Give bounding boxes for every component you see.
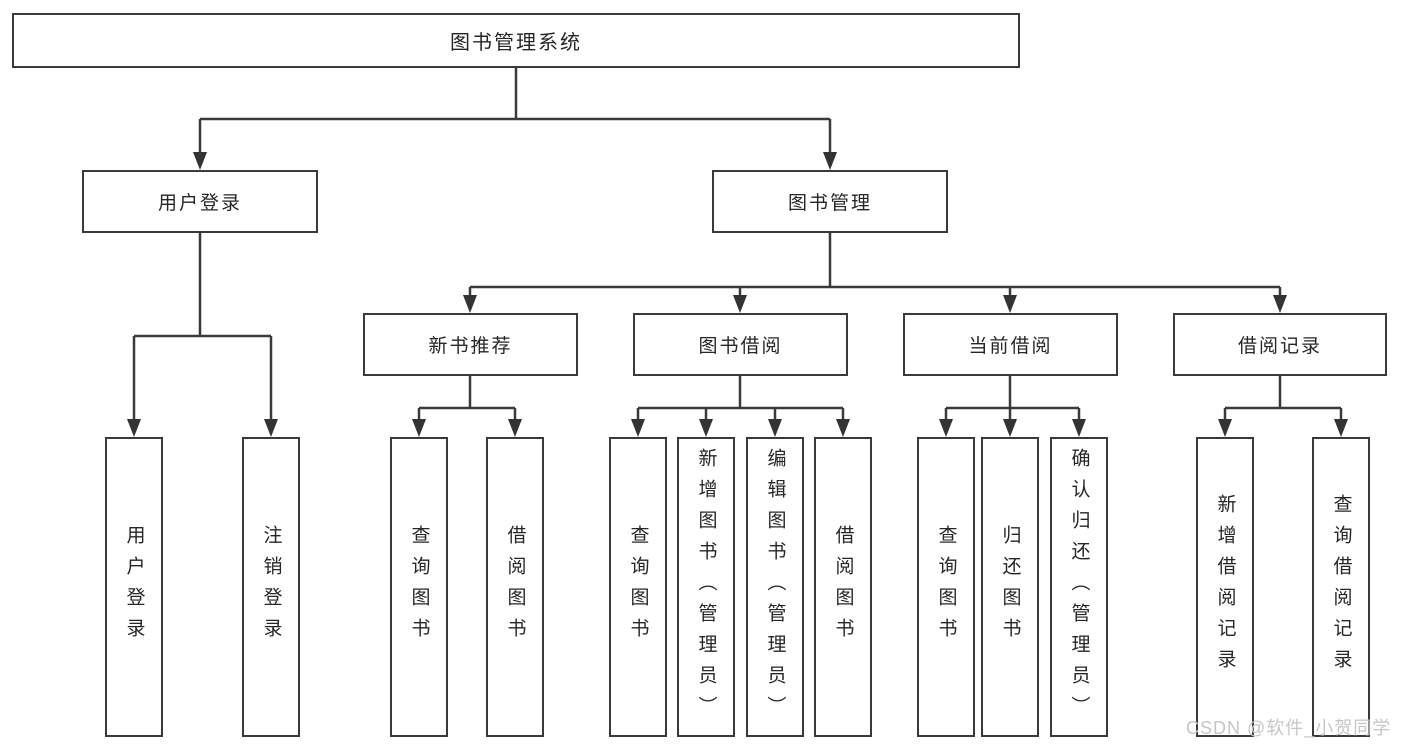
node-borrow-books-recommend: 借阅图书: [486, 437, 544, 737]
node-library-management-system: 图书管理系统: [12, 13, 1020, 68]
node-new-book-recommendation: 新书推荐: [363, 313, 578, 376]
node-label: 归还图书: [999, 525, 1021, 649]
node-query-books-borrowing: 查询图书: [609, 437, 667, 737]
node-user-login: 用户登录: [82, 170, 318, 233]
node-confirm-return-admin: 确认归还（管理员）: [1050, 437, 1108, 737]
node-query-books-current: 查询图书: [917, 437, 975, 737]
node-book-borrowing: 图书借阅: [633, 313, 848, 376]
node-label: 确认归还（管理员）: [1068, 447, 1090, 727]
node-user-login-leaf: 用户登录: [105, 437, 163, 737]
node-label: 用户登录: [157, 193, 242, 214]
node-query-books-recommend: 查询图书: [390, 437, 448, 737]
node-edit-books-admin: 编辑图书（管理员）: [746, 437, 804, 737]
node-label: 查询图书: [627, 525, 649, 649]
node-label: 注销登录: [260, 525, 282, 649]
node-label: 用户登录: [123, 525, 145, 649]
node-label: 查询借阅记录: [1330, 494, 1352, 680]
node-label: 查询图书: [935, 525, 957, 649]
node-label: 当前借阅: [968, 336, 1053, 357]
node-label: 编辑图书（管理员）: [764, 447, 786, 727]
node-label: 借阅记录: [1237, 336, 1322, 357]
node-current-borrowing: 当前借阅: [903, 313, 1118, 376]
node-borrowing-records: 借阅记录: [1173, 313, 1387, 376]
node-label: 查询图书: [408, 525, 430, 649]
node-return-books: 归还图书: [981, 437, 1039, 737]
node-add-borrow-record: 新增借阅记录: [1196, 437, 1254, 737]
node-add-books-admin: 新增图书（管理员）: [677, 437, 735, 737]
node-label: 图书借阅: [698, 336, 783, 357]
node-label: 新增图书（管理员）: [695, 447, 717, 727]
node-label: 借阅图书: [832, 525, 854, 649]
node-query-borrow-record: 查询借阅记录: [1312, 437, 1370, 737]
node-label: 图书管理系统: [450, 32, 582, 54]
node-logout: 注销登录: [242, 437, 300, 737]
node-label: 新增借阅记录: [1214, 494, 1236, 680]
node-borrow-books: 借阅图书: [814, 437, 872, 737]
node-label: 图书管理: [787, 193, 872, 214]
node-label: 新书推荐: [428, 336, 513, 357]
node-label: 借阅图书: [504, 525, 526, 649]
csdn-watermark: CSDN @软件_小贺同学: [1186, 718, 1392, 738]
node-book-management: 图书管理: [712, 170, 948, 233]
